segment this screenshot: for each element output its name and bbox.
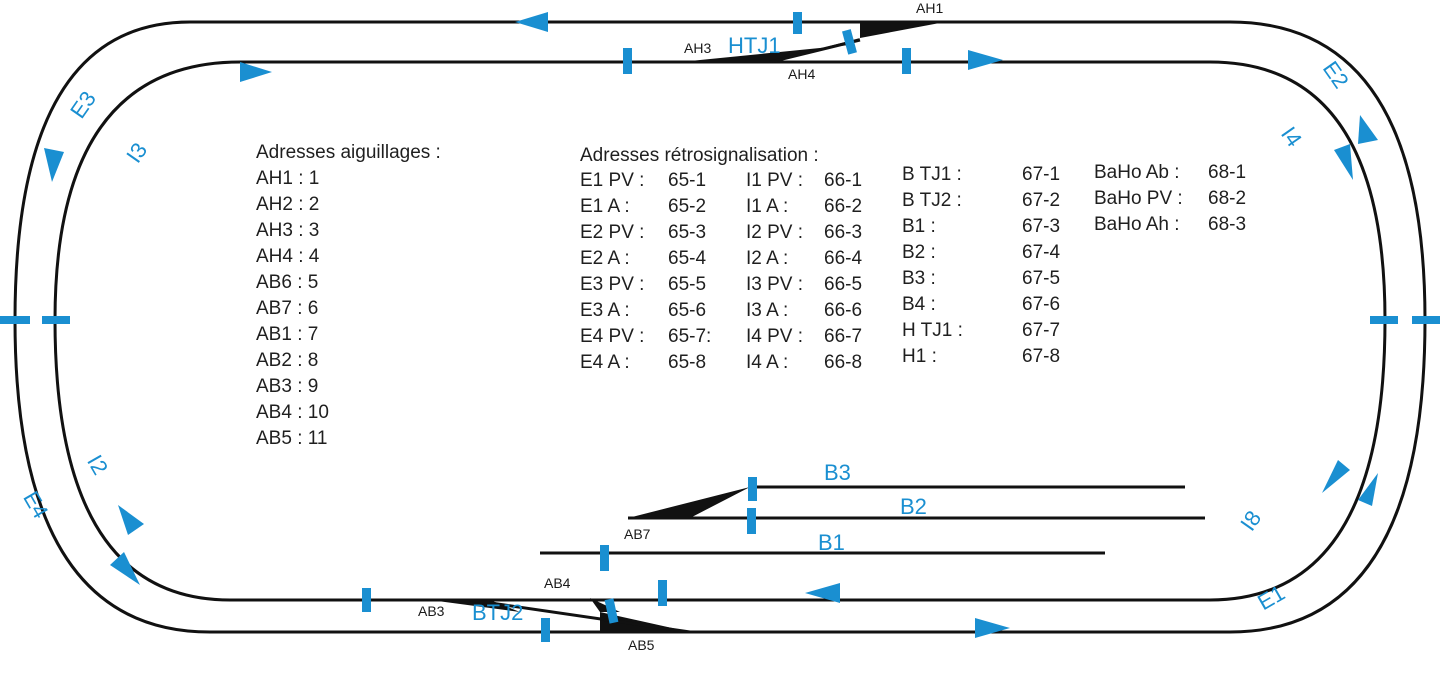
label-BTJ2: BTJ2	[472, 600, 524, 625]
retro-title: Adresses rétrosignalisation :	[580, 145, 819, 166]
list-item: AB6 : 5	[256, 272, 319, 293]
list-item: AB4 : 10	[256, 402, 329, 423]
label-AB3: AB3	[418, 603, 445, 619]
label-AB7: AB7	[624, 526, 651, 542]
aiguillages-list: AH1 : 1 AH2 : 2 AH3 : 3 AH4 : 4 AB6 : 5 …	[256, 166, 329, 452]
outer-loop-track	[13, 20, 1427, 634]
isolation-marks	[0, 12, 1440, 642]
label-B1: B1	[818, 530, 845, 555]
label-AH1: AH1	[916, 0, 944, 16]
list-item: B2 :67-4	[902, 242, 1061, 263]
list-item: AB2 : 8	[256, 350, 319, 371]
label-AH4: AH4	[788, 66, 816, 82]
list-item: AH1 : 1	[256, 168, 320, 189]
list-item: AH2 : 2	[256, 194, 320, 215]
retro-col-B: B TJ1 :67-1 B TJ2 :67-2 B1 :67-3 B2 :67-…	[902, 162, 1082, 370]
list-item: E4 A :65-8	[580, 352, 707, 373]
list-item: AB3 : 9	[256, 376, 319, 397]
list-item: B TJ1 :67-1	[902, 164, 1061, 185]
list-item: BaHo Ab :68-1	[1094, 162, 1247, 183]
list-item: AB1 : 7	[256, 324, 319, 345]
list-item: E1 A :65-2	[580, 196, 707, 217]
list-item: B4 :67-6	[902, 294, 1061, 315]
list-item: E1 PV :65-1	[580, 170, 707, 191]
label-AB4: AB4	[544, 575, 571, 591]
list-item: B1 :67-3	[902, 216, 1061, 237]
list-item: H1 :67-8	[902, 346, 1061, 367]
list-item: E3 PV :65-5	[580, 274, 707, 295]
list-item: AB7 : 6	[256, 298, 319, 319]
label-B2: B2	[900, 494, 927, 519]
list-item: I3 A :66-6	[746, 300, 863, 321]
list-item: I3 PV :66-5	[746, 274, 863, 295]
label-AB5: AB5	[628, 637, 655, 653]
switch-AB7	[628, 487, 750, 518]
direction-arrows	[44, 12, 1378, 638]
retro-col-I: I1 PV :66-1 I1 A :66-2 I2 PV :66-3 I2 A …	[746, 168, 886, 376]
list-item: B3 :67-5	[902, 268, 1061, 289]
label-HTJ1: HTJ1	[728, 33, 781, 58]
list-item: AH3 : 3	[256, 220, 320, 241]
switch-AB5	[600, 612, 690, 632]
list-item: I4 A :66-8	[746, 352, 863, 373]
list-item: I1 PV :66-1	[746, 170, 863, 191]
retro-col-E: E1 PV :65-1 E1 A :65-2 E2 PV :65-3 E2 A …	[580, 168, 740, 376]
list-item: E3 A :65-6	[580, 300, 707, 321]
label-B3: B3	[824, 460, 851, 485]
list-item: BaHo Ah :68-3	[1094, 214, 1247, 235]
list-item: H TJ1 :67-7	[902, 320, 1061, 341]
aiguillages-title: Adresses aiguillages :	[256, 142, 441, 163]
list-item: B TJ2 :67-2	[902, 190, 1061, 211]
list-item: BaHo PV :68-2	[1094, 188, 1247, 209]
list-item: E2 PV :65-3	[580, 222, 707, 243]
list-item: E4 PV :65-7:	[580, 326, 712, 347]
list-item: I4 PV :66-7	[746, 326, 863, 347]
label-AH3: AH3	[684, 40, 712, 56]
switch-AH4	[680, 38, 860, 62]
list-item: E2 A :65-4	[580, 248, 707, 269]
list-item: I2 A :66-4	[746, 248, 863, 269]
inner-loop-track	[53, 60, 1387, 602]
list-item: AH4 : 4	[256, 246, 320, 267]
retro-col-BaHo: BaHo Ab :68-1 BaHo PV :68-2 BaHo Ah :68-…	[1094, 160, 1274, 238]
list-item: I1 A :66-2	[746, 196, 863, 217]
list-item: I2 PV :66-3	[746, 222, 863, 243]
switch-AH1	[860, 22, 945, 38]
list-item: AB5 : 11	[256, 428, 328, 449]
